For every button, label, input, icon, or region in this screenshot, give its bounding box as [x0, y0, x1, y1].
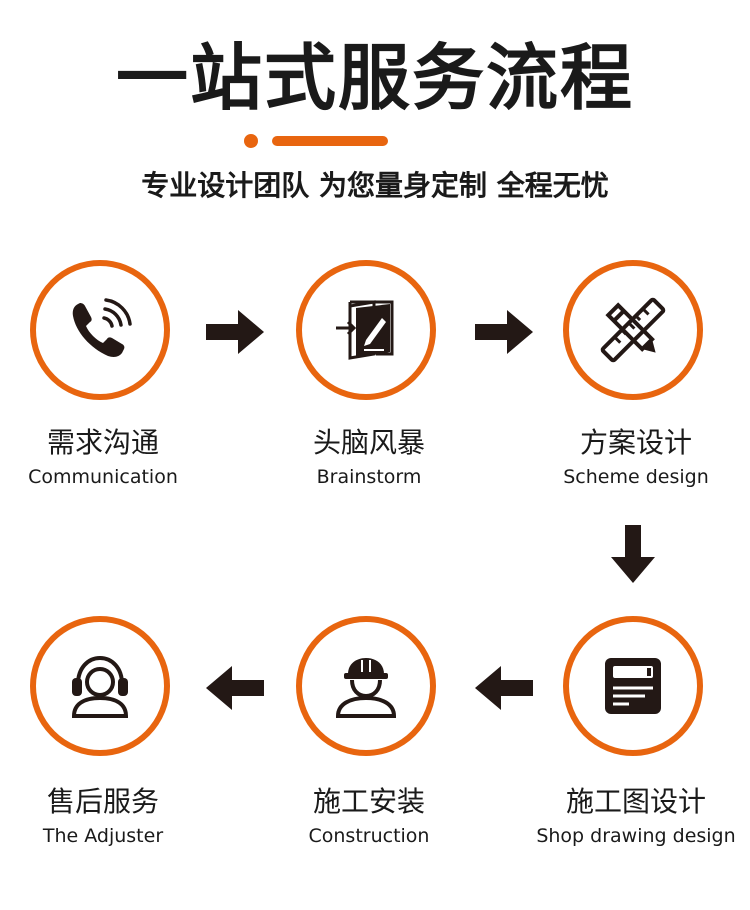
step-scheme-design-en: Scheme design: [563, 466, 709, 488]
headset-agent-icon: [71, 655, 129, 718]
step-construction-circle: [296, 616, 436, 756]
step-after-sales-cn: 售后服务: [46, 785, 159, 818]
step-brainstorm-circle: [296, 260, 436, 400]
phone-icon: [72, 298, 132, 357]
step-communication-circle: [30, 260, 170, 400]
arrow-left-1: [475, 666, 533, 710]
page-title: 一站式服务流程: [115, 36, 634, 120]
step-scheme-design-circle: [563, 260, 703, 400]
pencil-ruler-icon: [600, 297, 666, 363]
arrow-left-2: [206, 666, 264, 710]
step-communication-cn: 需求沟通: [46, 426, 159, 459]
document-icon: [605, 658, 661, 714]
step-scheme-design-cn: 方案设计: [579, 426, 692, 459]
hard-hat-worker-icon: [335, 658, 397, 718]
arrow-right-1: [206, 310, 264, 354]
title-decoration-dot: [244, 134, 258, 148]
step-shop-drawing-circle: [563, 616, 703, 756]
arrow-right-2: [475, 310, 533, 354]
step-after-sales-circle: [30, 616, 170, 756]
step-brainstorm-en: Brainstorm: [316, 466, 422, 488]
step-brainstorm-cn: 头脑风暴: [312, 426, 425, 459]
step-communication-en: Communication: [28, 466, 178, 488]
step-construction-en: Construction: [308, 825, 430, 847]
title-decoration-bar: [272, 136, 388, 146]
step-shop-drawing-en: Shop drawing design: [536, 825, 736, 847]
page-subtitle: 专业设计团队 为您量身定制 全程无忧: [141, 169, 609, 202]
step-shop-drawing-cn: 施工图设计: [565, 785, 706, 818]
door-pen-icon: [336, 300, 394, 360]
step-construction-cn: 施工安装: [312, 785, 425, 818]
step-after-sales-en: The Adjuster: [42, 825, 164, 847]
arrow-down: [611, 525, 655, 583]
